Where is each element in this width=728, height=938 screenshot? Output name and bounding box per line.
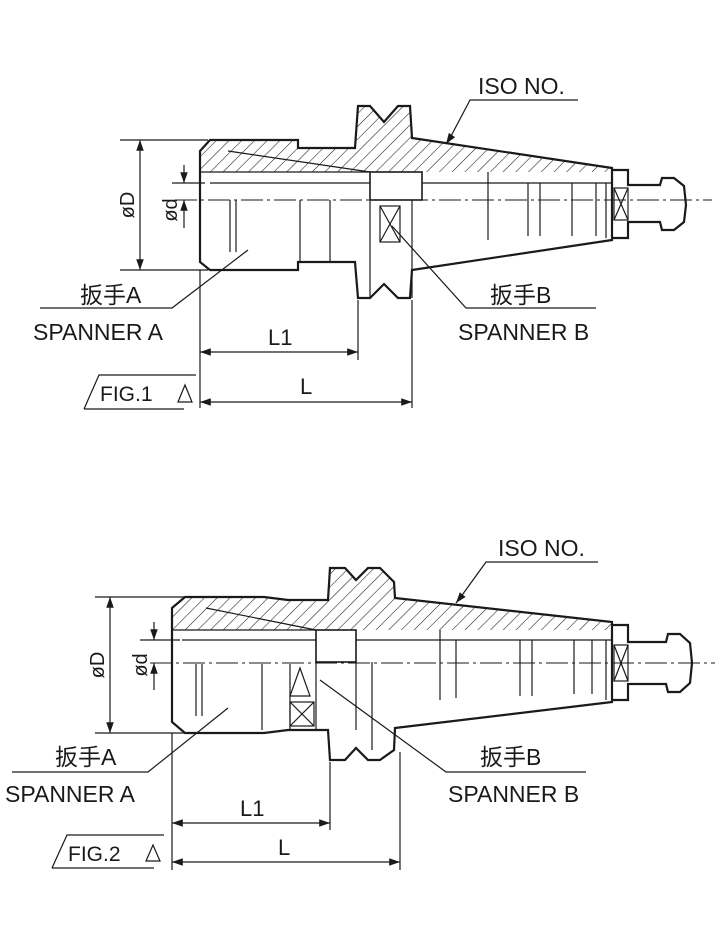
fig1-phiD-label: øD bbox=[117, 192, 139, 219]
fig1-spanner-b-jp: 扳手B bbox=[490, 282, 551, 308]
fig2-phid-label: ød bbox=[130, 653, 152, 676]
fig2-l1-label: L1 bbox=[240, 796, 264, 821]
fig2-body-outline bbox=[170, 566, 614, 762]
fig2-triangle-icon bbox=[145, 843, 161, 862]
fig2-flat-triangle-icon bbox=[289, 666, 311, 697]
fig1-pull-stud bbox=[612, 168, 688, 240]
fig2-spanner-b-leader bbox=[319, 679, 586, 773]
fig2-figure-label: FIG.2 bbox=[68, 843, 121, 866]
fig1-spanner-a-jp: 扳手A bbox=[80, 282, 142, 308]
fig2-l-label: L bbox=[278, 835, 290, 860]
fig2-spanner-a-jp: 扳手A bbox=[55, 744, 117, 770]
fig1-spanner-b-leader bbox=[391, 225, 596, 309]
fig1-spanner-a-en: SPANNER A bbox=[33, 319, 164, 345]
fig2-hatched-section bbox=[172, 568, 612, 640]
fig2-spanner-b-en: SPANNER B bbox=[448, 781, 579, 807]
fig1-phid-label: ød bbox=[160, 198, 182, 221]
fig2-iso-leader bbox=[459, 561, 598, 599]
fig1-spanner-b-en: SPANNER B bbox=[458, 319, 589, 345]
fig2-tag-frame bbox=[51, 834, 164, 869]
fig1-hatched-section bbox=[200, 106, 612, 183]
fig1-iso-label: ISO NO. bbox=[478, 73, 565, 99]
fig2-iso-label: ISO NO. bbox=[498, 535, 585, 561]
fig1-body-outline bbox=[198, 104, 614, 300]
fig1-triangle-icon bbox=[177, 383, 193, 403]
fig1-l-label: L bbox=[300, 374, 312, 399]
fig2-spanner-a-en: SPANNER A bbox=[5, 781, 136, 807]
fig1-iso-leader bbox=[449, 99, 578, 139]
fig1-figure-label: FIG.1 bbox=[100, 383, 153, 406]
figure-1: ISO NO. øD ød 扳手A SPANNER A 扳手B SPANNER … bbox=[33, 73, 712, 410]
figure-2: ISO NO. øD ød 扳手A SPANNER A 扳手B SPANNER … bbox=[5, 535, 715, 870]
fig2-spanner-b-jp: 扳手B bbox=[480, 744, 541, 770]
fig1-tag-frame bbox=[83, 374, 196, 410]
fig2-phiD-label: øD bbox=[87, 652, 109, 679]
fig1-spanner-a-leader bbox=[40, 249, 249, 309]
fig1-l1-label: L1 bbox=[268, 325, 292, 350]
fig2-spanner-a-leader bbox=[12, 707, 229, 773]
